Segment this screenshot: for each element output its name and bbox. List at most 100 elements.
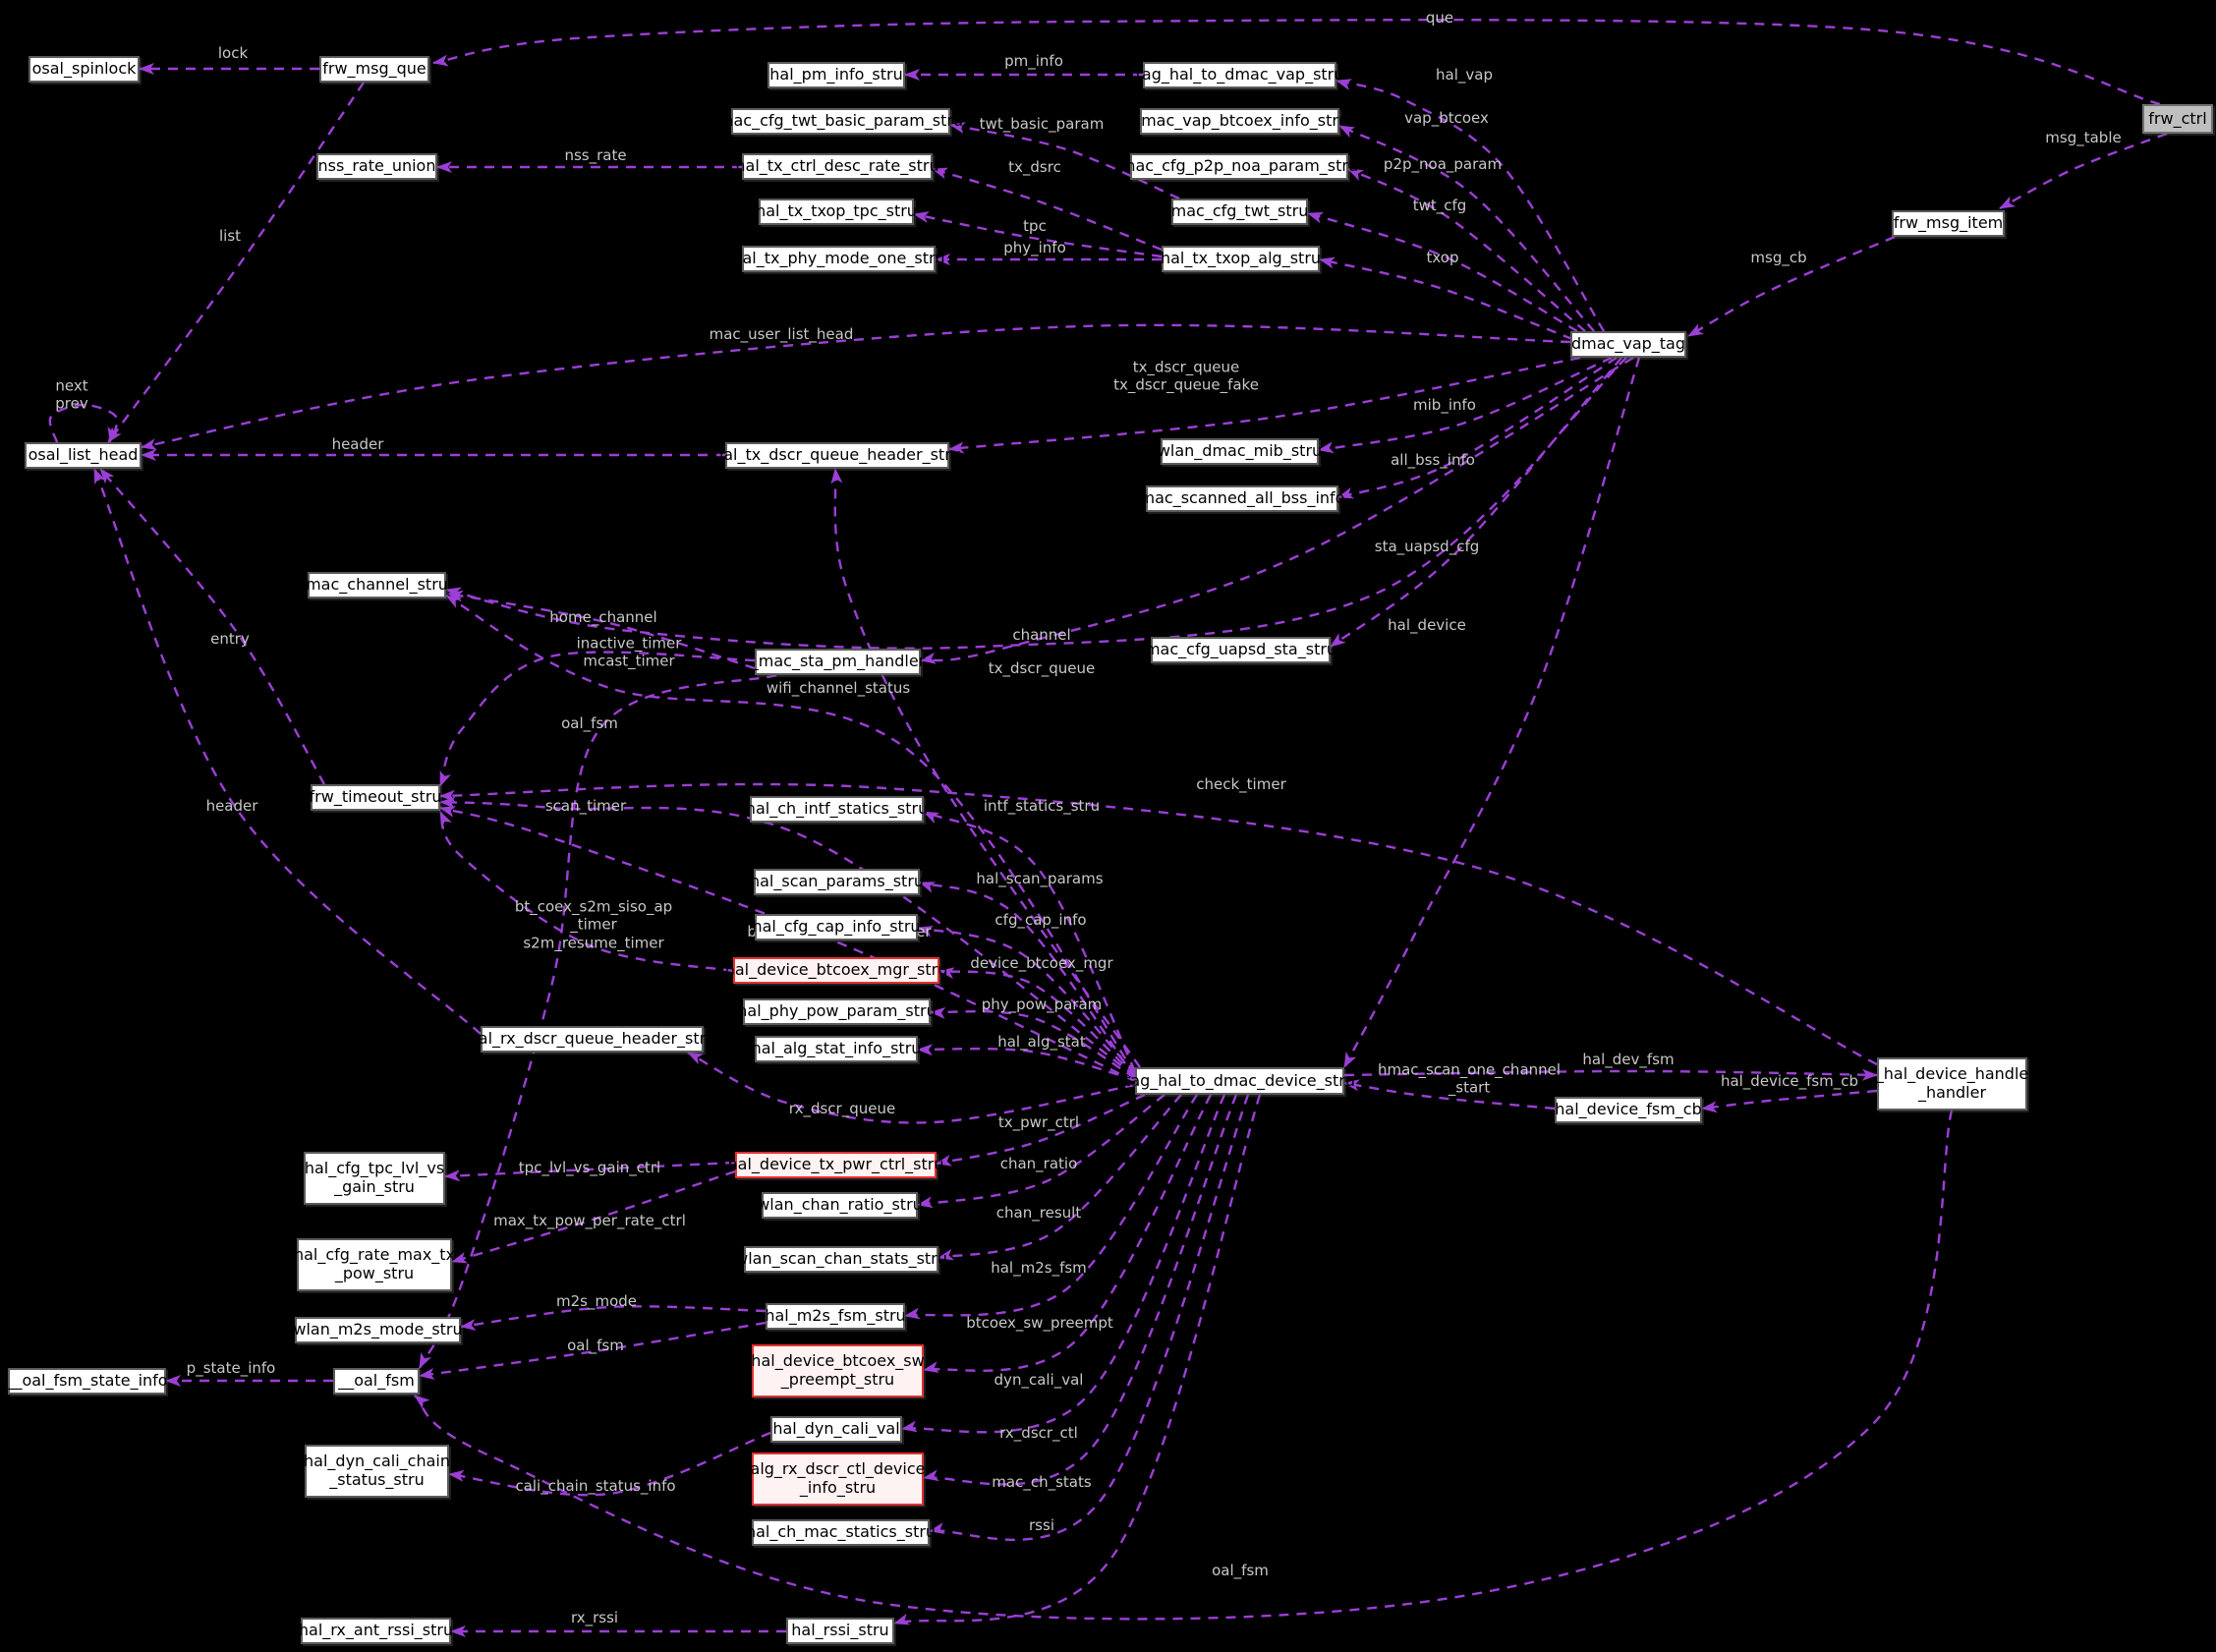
node-_mac_sta_pm_handler[interactable]: _mac_sta_pm_handler	[751, 649, 925, 675]
edge-osal_list_head-to-osal_list_head	[48, 403, 120, 443]
node-hal_dyn_cali_chain_status_stru[interactable]: hal_dyn_cali_chain_status_stru	[304, 1445, 450, 1498]
edge-label-p_state_info: p_state_info	[186, 1358, 276, 1377]
node-dmac_vap_tag[interactable]: dmac_vap_tag	[1570, 331, 1686, 358]
node-osal_list_head[interactable]: osal_list_head	[25, 442, 142, 469]
node-mac_cfg_twt_basic_param_stru[interactable]: mac_cfg_twt_basic_param_stru	[718, 108, 963, 135]
edge-label-wifi_channel_status: wifi_channel_status	[766, 678, 911, 697]
node-mac_cfg_twt_stru[interactable]: mac_cfg_twt_stru	[1171, 199, 1308, 225]
edge-label-tx_pwr_ctrl: tx_pwr_ctrl	[997, 1112, 1080, 1131]
node-hal_cfg_tpc_lvl_vs_gain_stru[interactable]: hal_cfg_tpc_lvl_vs_gain_stru	[304, 1152, 445, 1205]
node-frw_timeout_stru[interactable]: frw_timeout_stru	[310, 784, 442, 811]
node-hal_tx_phy_mode_one_stru[interactable]: hal_tx_phy_mode_one_stru	[732, 246, 945, 272]
node-hal_cfg_cap_info_stru[interactable]: hal_cfg_cap_info_stru	[752, 914, 921, 940]
edge-label-header: header	[331, 434, 384, 453]
edge-label-hal_scan_params: hal_scan_params	[976, 869, 1104, 887]
node-label: mac_cfg_p2p_noa_param_stru	[1119, 156, 1359, 176]
node-mac_cfg_uapsd_sta_stru[interactable]: mac_cfg_uapsd_sta_stru	[1145, 637, 1336, 663]
edge-label-tx_dscr_queue: tx_dscr_queue	[988, 658, 1096, 677]
edge-label-hal_m2s_fsm: hal_m2s_fsm	[991, 1258, 1087, 1277]
node-hal_device_fsm_cb[interactable]: hal_device_fsm_cb	[1555, 1097, 1702, 1123]
node-label: mac_cfg_twt_stru	[1170, 201, 1309, 221]
node-hal_m2s_fsm_stru[interactable]: hal_m2s_fsm_stru	[765, 1303, 906, 1330]
node-hal_tx_txop_tpc_stru[interactable]: hal_tx_txop_tpc_stru	[756, 199, 917, 225]
node-label: hal_tx_txop_tpc_stru	[756, 201, 917, 221]
node-label: osal_list_head	[28, 445, 139, 465]
edge-dmac_vap_tag-to-mac_scanned_all_bss_info	[1337, 356, 1618, 499]
node-tag_hal_to_dmac_vap_stru[interactable]: tag_hal_to_dmac_vap_stru	[1136, 62, 1343, 88]
edge-label-hal_device: hal_device	[1388, 615, 1466, 634]
node-label: dmac_vap_btcoex_info_stru	[1130, 111, 1349, 131]
node-hal_tx_ctrl_desc_rate_stru[interactable]: hal_tx_ctrl_desc_rate_stru	[735, 153, 939, 180]
edge-label-chan_ratio: chan_ratio	[999, 1154, 1078, 1172]
edge-label-dyn_cali_val: dyn_cali_val	[994, 1370, 1084, 1389]
edge-hal_m2s_fsm_stru-to-wlan_m2s_mode_stru	[460, 1305, 767, 1331]
node-hal_pm_info_stru[interactable]: hal_pm_info_stru	[767, 62, 905, 88]
edge-hal_tx_txop_alg_stru-to-hal_tx_txop_tpc_stru	[913, 211, 1163, 258]
node-hal_phy_pow_param_stru[interactable]: hal_phy_pow_param_stru	[737, 998, 937, 1025]
edge-dmac_vap_tag-to-hal_tx_dscr_queue_header_stru	[948, 356, 1581, 454]
node-_hal_device_handle_handler[interactable]: _hal_device_handle_handler	[1876, 1057, 2028, 1111]
node-hal_scan_params_stru[interactable]: hal_scan_params_stru	[750, 869, 924, 895]
node-__oal_fsm_state_info[interactable]: __oal_fsm_state_info	[6, 1368, 168, 1395]
node-wlan_m2s_mode_stru[interactable]: wlan_m2s_mode_stru	[293, 1317, 463, 1343]
node-hal_device_btcoex_mgr_stru[interactable]: hal_device_btcoex_mgr_stru	[725, 957, 947, 984]
node-label: wlan_scan_chan_stats_stru	[735, 1249, 947, 1269]
node-nss_rate_union[interactable]: nss_rate_union	[316, 153, 437, 180]
node-label: hal_tx_txop_alg_stru	[1160, 249, 1322, 268]
edge-label-tpc_lvl_vs_gain_ctrl: tpc_lvl_vs_gain_ctrl	[518, 1158, 661, 1176]
node-frw_msg_item[interactable]: frw_msg_item	[1892, 210, 2005, 237]
edge-dmac_vap_tag-to-mac_cfg_p2p_noa_param_stru	[1347, 167, 1586, 332]
node-alg_rx_dscr_ctl_device_info_stru[interactable]: alg_rx_dscr_ctl_device_info_stru	[751, 1453, 925, 1506]
node-label: hal_phy_pow_param_stru	[737, 1001, 937, 1021]
node-hal_device_tx_pwr_ctrl_stru[interactable]: hal_device_tx_pwr_ctrl_stru	[728, 1152, 943, 1178]
edge-label-oal_fsm: oal_fsm	[561, 713, 618, 732]
edge-label-que: que	[1425, 8, 1454, 27]
node-hal_alg_stat_info_stru[interactable]: hal_alg_stat_info_stru	[752, 1036, 921, 1062]
node-hal_rx_dscr_queue_header_stru[interactable]: hal_rx_dscr_queue_header_stru	[469, 1026, 715, 1053]
node-osal_spinlock[interactable]: osal_spinlock	[28, 56, 140, 83]
edge-frw_ctrl-to-frw_msg_item	[1999, 132, 2168, 210]
node-wlan_chan_ratio_stru[interactable]: wlan_chan_ratio_stru	[757, 1192, 923, 1219]
edge-hal_device_tx_pwr_ctrl_stru-to-hal_cfg_rate_max_tx_pow_stru	[451, 1169, 736, 1264]
node-tag_hal_to_dmac_device_stru[interactable]: tag_hal_to_dmac_device_stru	[1124, 1067, 1355, 1095]
edge-label-hal_dev_fsm: hal_dev_fsm	[1582, 1050, 1675, 1068]
edge-dmac_vap_tag-to-osal_list_head	[141, 323, 1571, 450]
edge-tag_hal_to_dmac_device_stru-to-hal_device_btcoex_sw_preempt_stru	[923, 1094, 1213, 1374]
node-label: tag_hal_to_dmac_device_stru	[1124, 1070, 1355, 1090]
node-label: hal_tx_dscr_queue_header_stru	[713, 445, 961, 465]
edge-label-rssi: rssi	[1029, 1515, 1054, 1534]
node-hal_tx_txop_alg_stru[interactable]: hal_tx_txop_alg_stru	[1160, 246, 1322, 272]
node-hal_device_btcoex_sw_preempt_stru[interactable]: hal_device_btcoex_sw_preempt_stru	[751, 1344, 925, 1397]
node-mac_channel_stru[interactable]: mac_channel_stru	[306, 572, 448, 598]
node-hal_cfg_rate_max_tx_pow_stru[interactable]: hal_cfg_rate_max_tx_pow_stru	[294, 1238, 455, 1291]
node-wlan_dmac_mib_stru[interactable]: wlan_dmac_mib_stru	[1158, 438, 1322, 465]
node-frw_ctrl[interactable]: frw_ctrl	[2142, 104, 2213, 134]
node-label: mac_cfg_uapsd_sta_stru	[1144, 640, 1337, 659]
node-label: hal_cfg_cap_info_stru	[752, 917, 921, 937]
node-hal_ch_intf_statics_stru[interactable]: hal_ch_intf_statics_stru	[746, 796, 928, 823]
edge-label-oal_fsm: oal_fsm	[567, 1336, 624, 1354]
node-hal_ch_mac_statics_stru[interactable]: hal_ch_mac_statics_stru	[746, 1519, 936, 1546]
node-label: hal_rssi_stru	[791, 1621, 889, 1640]
node-__oal_fsm[interactable]: __oal_fsm	[333, 1368, 420, 1395]
node-mac_cfg_p2p_noa_param_stru[interactable]: mac_cfg_p2p_noa_param_stru	[1120, 153, 1358, 180]
edge-tag_hal_to_dmac_device_stru-to-wlan_chan_ratio_stru	[917, 1094, 1165, 1209]
edge-dmac_vap_tag-to-_mac_sta_pm_handler	[920, 356, 1634, 664]
node-mac_scanned_all_bss_info[interactable]: mac_scanned_all_bss_info	[1140, 485, 1344, 512]
node-label: _status_stru	[329, 1470, 425, 1489]
edge-tag_hal_to_dmac_device_stru-to-frw_timeout_stru	[439, 806, 1136, 1083]
node-dmac_vap_btcoex_info_stru[interactable]: dmac_vap_btcoex_info_stru	[1131, 108, 1348, 135]
node-wlan_scan_chan_stats_stru[interactable]: wlan_scan_chan_stats_stru	[735, 1246, 947, 1273]
node-frw_msg_que[interactable]: frw_msg_que	[319, 56, 429, 83]
edge-label-rx_rssi: rx_rssi	[570, 1608, 619, 1626]
node-hal_rssi_stru[interactable]: hal_rssi_stru	[786, 1618, 894, 1644]
node-hal_dyn_cali_val[interactable]: hal_dyn_cali_val	[770, 1416, 902, 1443]
node-hal_tx_dscr_queue_header_stru[interactable]: hal_tx_dscr_queue_header_stru	[713, 442, 961, 469]
edge-hal_dyn_cali_val-to-hal_dyn_cali_chain_status_stru	[448, 1431, 771, 1497]
edge-tag_hal_to_dmac_device_stru-to-hal_ch_intf_statics_stru	[923, 810, 1137, 1072]
edge-label-cali_chain_status_info: cali_chain_status_info	[515, 1476, 676, 1495]
node-hal_rx_ant_rssi_stru[interactable]: hal_rx_ant_rssi_stru	[299, 1618, 453, 1644]
